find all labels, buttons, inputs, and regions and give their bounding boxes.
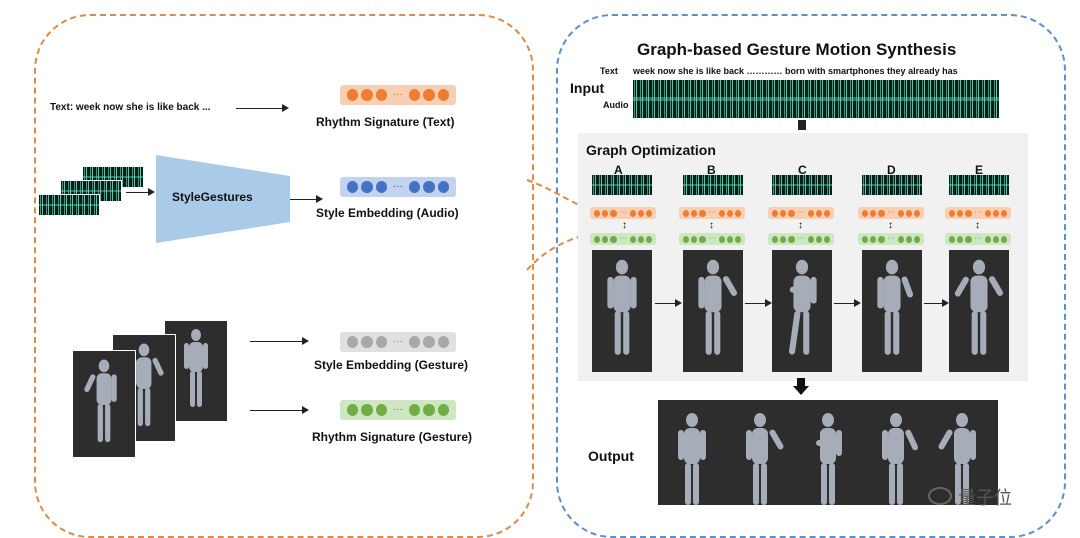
arrow-audio-to-stylegestures — [126, 188, 155, 196]
node-d-figure — [862, 250, 922, 372]
arrow-style-gesture — [250, 337, 309, 345]
audio-wave-front — [38, 194, 100, 216]
output-sequence — [658, 400, 998, 505]
node-b-audio — [683, 175, 743, 195]
audio-label: Audio — [603, 100, 629, 110]
node-e-figure — [949, 250, 1009, 372]
stylegestures-label: StyleGestures — [172, 190, 253, 204]
input-audio-waveform — [633, 80, 999, 118]
node-c-rhythm-strip: ··· — [768, 207, 834, 219]
node-c-figure — [772, 250, 832, 372]
arrow-text — [236, 104, 289, 112]
node-a-label: A — [614, 163, 623, 177]
arrow-graph-to-output-head — [793, 386, 809, 395]
text-input-label: Text: week now she is like back ... — [50, 102, 211, 113]
style-embedding-gesture-label: Style Embedding (Gesture) — [314, 358, 469, 372]
stylegestures-trapezoid — [156, 155, 290, 243]
arrow-graph-to-output-shaft — [797, 378, 805, 386]
rhythm-signature-gesture-label: Rhythm Signature (Gesture) — [312, 430, 473, 444]
node-b-link: ↕ — [709, 220, 714, 231]
node-a-audio — [592, 175, 652, 195]
node-a-link: ↕ — [622, 220, 627, 231]
style-embedding-gesture-strip: ··· — [340, 332, 456, 352]
node-c-audio — [772, 175, 832, 195]
node-e-audio — [949, 175, 1009, 195]
graph-optimization-label: Graph Optimization — [586, 142, 716, 158]
node-e-link: ↕ — [975, 220, 980, 231]
edge-d-e — [924, 299, 949, 307]
node-b-gesture-strip: ··· — [679, 233, 745, 245]
diagram-title: Graph-based Gesture Motion Synthesis — [637, 40, 957, 59]
node-e-rhythm-strip: ··· — [945, 207, 1011, 219]
output-label: Output — [588, 448, 634, 464]
edge-c-d — [834, 299, 861, 307]
node-b-rhythm-strip: ··· — [679, 207, 745, 219]
text-value: week now she is like back ………… born with… — [633, 66, 958, 76]
rhythm-signature-text-label: Rhythm Signature (Text) — [316, 115, 455, 129]
node-d-gesture-strip: ··· — [858, 233, 924, 245]
node-b-figure — [683, 250, 743, 372]
node-e-label: E — [975, 163, 984, 177]
rhythm-signature-gesture-strip: ··· — [340, 400, 456, 420]
gesture-tile-front — [72, 350, 136, 458]
node-d-label: D — [887, 163, 896, 177]
wechat-logo-icon — [928, 487, 952, 505]
node-d-audio — [862, 175, 922, 195]
node-c-link: ↕ — [798, 220, 803, 231]
input-label: Input — [570, 80, 605, 96]
node-c-gesture-strip: ··· — [768, 233, 834, 245]
node-a-rhythm-strip: ··· — [590, 207, 656, 219]
style-embedding-audio-strip: ··· — [340, 177, 456, 197]
left-panel-border — [34, 14, 534, 538]
arrow-input-to-graph — [798, 120, 806, 130]
edge-a-b — [655, 299, 682, 307]
style-embedding-audio-label: Style Embedding (Audio) — [316, 206, 459, 220]
node-c-label: C — [798, 163, 807, 177]
node-d-link: ↕ — [888, 220, 893, 231]
node-a-figure — [592, 250, 652, 372]
edge-b-c — [745, 299, 772, 307]
node-b-label: B — [707, 163, 716, 177]
text-label: Text — [600, 66, 618, 76]
watermark-text: 量子位 — [958, 488, 1012, 509]
node-d-rhythm-strip: ··· — [858, 207, 924, 219]
arrow-rhythm-gesture — [250, 406, 309, 414]
node-e-gesture-strip: ··· — [945, 233, 1011, 245]
rhythm-signature-text-strip: ··· — [340, 85, 456, 105]
arrow-style-audio — [290, 195, 323, 203]
node-a-gesture-strip: ··· — [590, 233, 656, 245]
